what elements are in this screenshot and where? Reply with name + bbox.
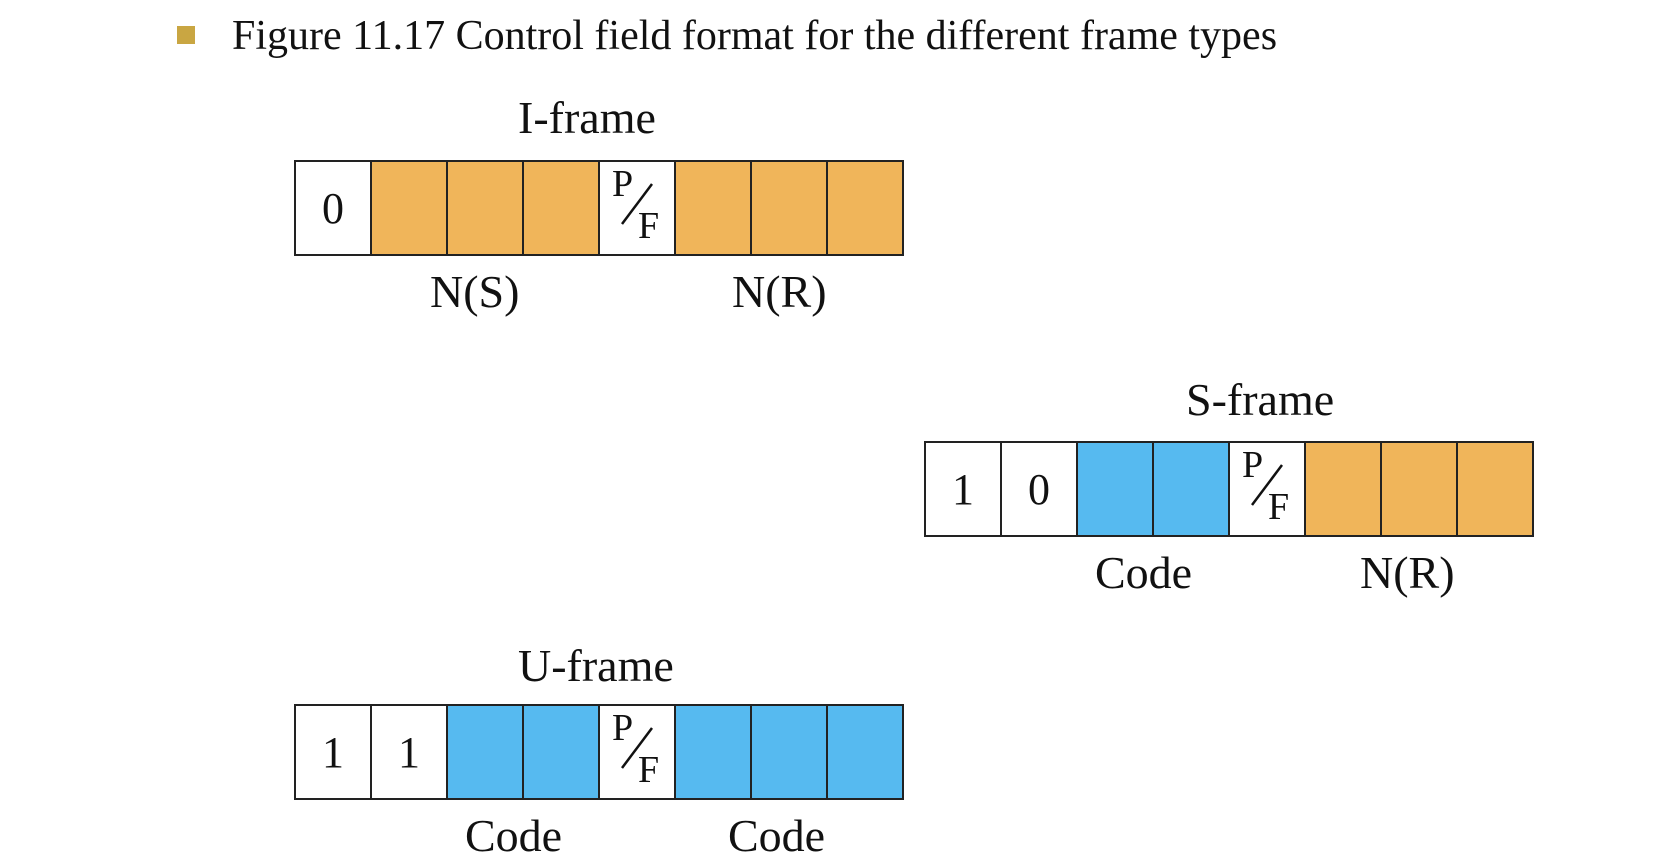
u-frame-bit-4 [524, 706, 600, 798]
s-frame-bit-7 [1382, 443, 1458, 535]
i-frame-bit-2 [372, 162, 448, 254]
s-frame-bit-1: 1 [926, 443, 1002, 535]
u-frame-code-label-2: Code [728, 810, 826, 861]
u-frame-bit-7 [752, 706, 828, 798]
i-frame-ns-label: N(S) [430, 266, 520, 317]
i-frame-bit-6 [676, 162, 752, 254]
s-frame-label: S-frame [1186, 374, 1335, 425]
s-frame-bit-2: 0 [1002, 443, 1078, 535]
u-frame-bit-6 [676, 706, 752, 798]
bit-value: 1 [952, 464, 974, 514]
i-frame-label: I-frame [518, 92, 656, 143]
s-frame-bit-8 [1458, 443, 1532, 535]
u-frame-bit-8 [828, 706, 902, 798]
i-frame-bit-1: 0 [296, 162, 372, 254]
bit-value: 1 [398, 727, 420, 777]
s-frame-bit-6 [1306, 443, 1382, 535]
s-frame-bit-3 [1078, 443, 1154, 535]
i-frame-bit-3 [448, 162, 524, 254]
i-frame-bit-4 [524, 162, 600, 254]
u-frame-code-label-1: Code [465, 810, 563, 861]
u-frame-bit-1: 1 [296, 706, 372, 798]
u-frame-bit-2: 1 [372, 706, 448, 798]
i-frame-bit-8 [828, 162, 902, 254]
s-frame-bit-4 [1154, 443, 1230, 535]
s-frame-code-label: Code [1095, 547, 1193, 598]
i-frame-bit-7 [752, 162, 828, 254]
bit-value: 0 [1028, 464, 1050, 514]
i-frame-nr-label: N(R) [732, 266, 827, 317]
bit-value: 1 [322, 727, 344, 777]
u-frame-label: U-frame [518, 640, 674, 691]
figure-title: Figure 11.17 Control field format for th… [232, 13, 1278, 59]
bit-value: 0 [322, 183, 344, 233]
bullet-square [177, 26, 195, 44]
s-frame-nr-label: N(R) [1360, 547, 1455, 598]
u-frame-bit-3 [448, 706, 524, 798]
